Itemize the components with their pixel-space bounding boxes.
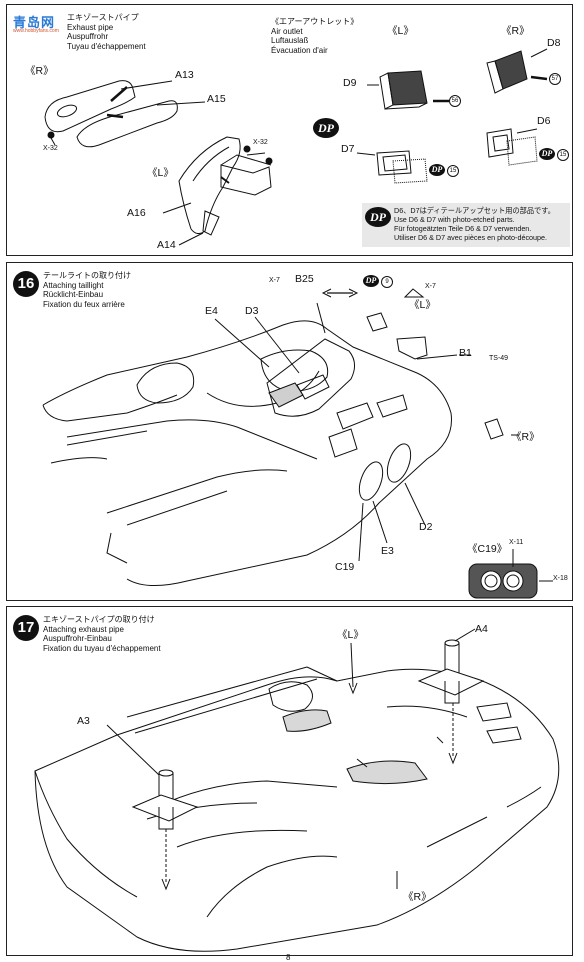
exhaust-jp: エキゾーストパイプ	[67, 13, 139, 22]
dp-badge-large: DP	[313, 118, 339, 138]
air-outlet-fr: Évacuation d'air	[271, 45, 328, 55]
step16-panel: 16 テールライトの取り付け Attaching taillight Rückl…	[6, 262, 573, 601]
step17-jp: エキゾーストパイプの取り付け	[43, 615, 155, 624]
exhaust-fr: Tuyau d'échappement	[67, 41, 146, 51]
label-x32b: X-32	[253, 139, 268, 146]
air-outlet-en: Air outlet	[271, 26, 303, 36]
note-en: Use D6 & D7 with photo-etched parts.	[394, 215, 515, 224]
label-e4: E4	[205, 305, 218, 317]
air-outlet-jp: 《エアーアウトレット》	[271, 17, 359, 26]
step17-illustration	[34, 628, 560, 952]
step17-fr: Fixation du tuyau d'échappement	[43, 643, 161, 653]
logo-main-text: 青岛网	[13, 15, 56, 30]
label-c19-inset: 《C19》	[467, 543, 508, 555]
label-c19: C19	[335, 561, 355, 573]
label-ts49: TS-49	[489, 355, 509, 362]
paint-ref-9: 9	[381, 276, 393, 288]
label-a16: A16	[127, 207, 146, 219]
label-x7a: X-7	[269, 277, 280, 284]
dp-badge-b25: DP	[363, 275, 379, 287]
label-a14: A14	[157, 239, 176, 251]
dp-badge-d7: DP	[429, 164, 445, 176]
note-fr: Utiliser D6 & D7 avec pièces en photo-dé…	[394, 233, 548, 242]
step16-fr: Fixation du feux arrière	[43, 299, 125, 309]
step16-de: Rücklicht-Einbau	[43, 290, 104, 299]
step16-jp: テールライトの取り付け	[43, 271, 131, 280]
paint-ref-15b: 15	[557, 149, 569, 161]
label-d7: D7	[341, 143, 355, 155]
label-b25: B25	[295, 273, 314, 285]
logo-sub-text: www.hobbyfans.com	[13, 28, 59, 34]
note-jp: D6、D7はディテールアップセット用の部品です。	[394, 206, 555, 215]
label-d9: D9	[343, 77, 357, 89]
label-l: 《L》	[337, 629, 364, 641]
label-a13: A13	[175, 69, 194, 81]
page-number: 8	[286, 953, 291, 962]
step-16-number: 16	[13, 271, 39, 297]
label-b1: B1	[459, 347, 472, 359]
exhaust-heading: エキゾーストパイプ Exhaust pipe Auspuffrohr Tuyau…	[67, 13, 146, 51]
label-d8: D8	[547, 37, 561, 49]
step17-heading: エキゾーストパイプの取り付け Attaching exhaust pipe Au…	[43, 615, 161, 653]
note-text: D6、D7はディテールアップセット用の部品です。 Use D6 & D7 wit…	[394, 206, 555, 242]
step17-en: Attaching exhaust pipe	[43, 624, 124, 634]
step15-illustration	[44, 48, 548, 246]
label-x18: X-18	[553, 575, 568, 582]
label-r: 《R》	[403, 891, 432, 903]
step15-panel: 青岛网 www.hobbyfans.com エキゾーストパイプ Exhaust …	[6, 4, 573, 256]
label-a4: A4	[475, 623, 488, 635]
note-de: Für fotogeätzten Teile D6 & D7 verwenden…	[394, 224, 532, 233]
paint-ref-57: 57	[549, 73, 561, 85]
label-r: 《R》	[511, 431, 540, 443]
label-l1: 《L》	[147, 167, 174, 179]
label-l: 《L》	[409, 299, 436, 311]
air-outlet-de: Luftauslaß	[271, 36, 309, 45]
dp-note-badge: DP	[365, 207, 391, 227]
step17-panel: 17 エキゾーストパイプの取り付け Attaching exhaust pipe…	[6, 606, 573, 956]
label-d3: D3	[245, 305, 259, 317]
step16-illustration	[42, 288, 553, 599]
paint-ref-15a: 15	[447, 165, 459, 177]
step16-heading: テールライトの取り付け Attaching taillight Rücklich…	[43, 271, 131, 309]
step-17-number: 17	[13, 615, 39, 641]
label-r2: 《R》	[501, 25, 530, 37]
site-watermark-logo: 青岛网 www.hobbyfans.com	[7, 10, 67, 44]
air-outlet-heading: 《エアーアウトレット》 Air outlet Luftauslaß Évacua…	[271, 17, 358, 55]
label-e3: E3	[381, 545, 394, 557]
dp-badge-d6: DP	[539, 148, 555, 160]
photo-etch-note: DP D6、D7はディテールアップセット用の部品です。 Use D6 & D7 …	[362, 203, 570, 247]
step16-en: Attaching taillight	[43, 280, 104, 290]
label-l2: 《L》	[387, 25, 414, 37]
label-a3: A3	[77, 715, 90, 727]
label-r1: 《R》	[25, 65, 54, 77]
label-x32a: X-32	[43, 145, 58, 152]
label-x7b: X-7	[425, 283, 436, 290]
label-d6: D6	[537, 115, 551, 127]
label-d2: D2	[419, 521, 433, 533]
exhaust-de: Auspuffrohr	[67, 32, 109, 41]
label-x11: X-11	[509, 539, 524, 546]
step17-de: Auspuffrohr-Einbau	[43, 634, 112, 643]
label-a15: A15	[207, 93, 226, 105]
paint-ref-56: 56	[449, 95, 461, 107]
exhaust-en: Exhaust pipe	[67, 22, 114, 32]
